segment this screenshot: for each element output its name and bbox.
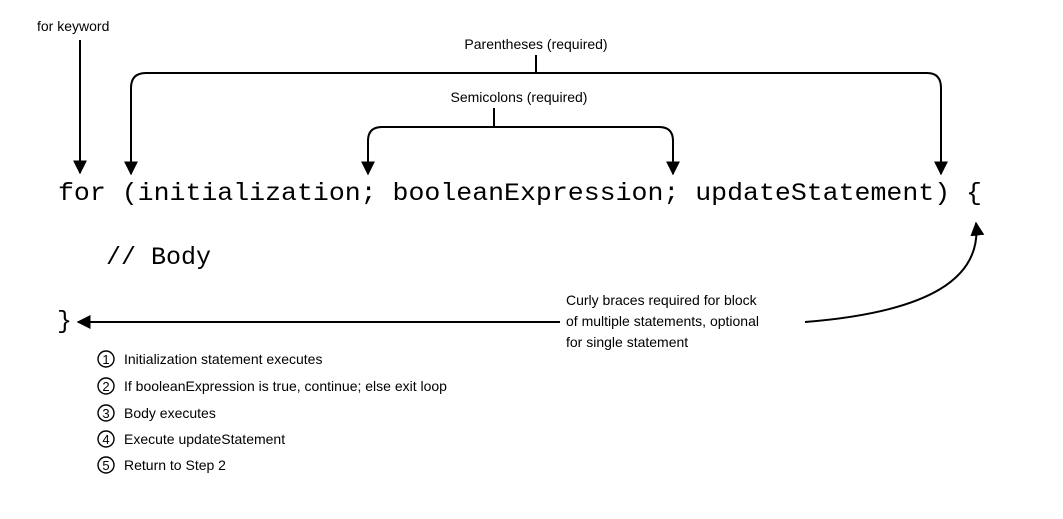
step-number-circle [97,456,115,474]
curly-braces-label-line-2: of multiple statements, optional [566,313,759,329]
step-text: Return to Step 2 [124,457,226,473]
step-item: 4 Execute updateStatement [97,430,285,448]
step-item: 2 If booleanExpression is true, continue… [97,377,447,395]
step-item: 5 Return to Step 2 [97,456,226,474]
parentheses-label: Parentheses (required) [464,36,607,52]
closing-brace-code: } [57,307,72,336]
step-item: 3 Body executes [97,404,216,422]
curly-braces-label-line-3: for single statement [566,334,688,350]
opening-brace-arrow [804,221,985,323]
step-number: 1 [102,352,109,367]
step-number: 4 [102,432,109,447]
step-number: 5 [102,458,109,473]
step-text: If booleanExpression is true, continue; … [124,378,447,394]
step-number: 2 [102,379,109,394]
step-number-circle [97,377,115,395]
step-number: 3 [102,406,109,421]
step-number-circle [97,404,115,422]
step-number-circle [97,430,115,448]
step-text: Execute updateStatement [124,431,285,447]
step-item: 1 Initialization statement executes [97,350,322,368]
semicolons-label: Semicolons (required) [451,89,588,105]
step-number-circle [97,350,115,368]
body-comment-code: // Body [106,243,211,272]
steps-list: 1 Initialization statement executes 2 If… [97,350,447,474]
step-text: Body executes [124,405,216,421]
step-text: Initialization statement executes [124,351,322,367]
curly-braces-label-line-1: Curly braces required for block [566,292,758,308]
for-keyword-label: for keyword [37,18,109,34]
semicolons-bracket [361,126,680,176]
for-statement-code: for (initialization; booleanExpression; … [58,179,982,208]
